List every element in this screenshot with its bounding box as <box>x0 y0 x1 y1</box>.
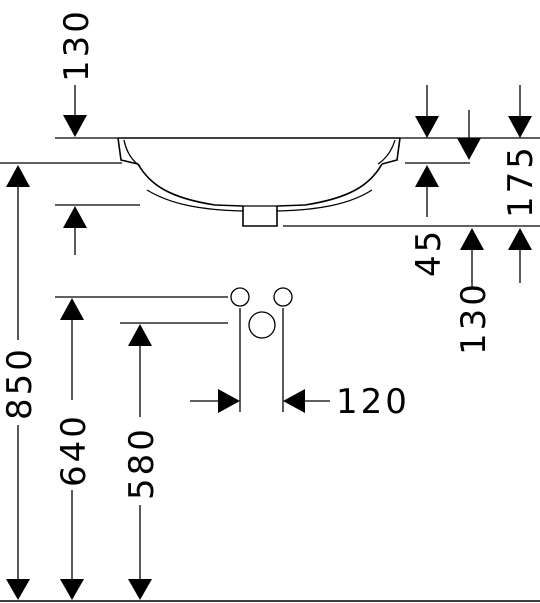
dim-label-120: 120 <box>336 382 410 422</box>
drain-circle <box>248 311 276 339</box>
dim-label-top-130: 130 <box>57 8 97 82</box>
dim-top-130: 130 <box>57 8 97 255</box>
dim-right-175: 175 <box>415 85 540 283</box>
dim-label-850: 850 <box>0 346 40 420</box>
dim-height-580: 580 <box>122 324 162 600</box>
dim-label-right-175: 175 <box>501 144 540 218</box>
dim-height-850: 850 <box>0 165 40 600</box>
dim-right-45: 45 <box>409 165 449 277</box>
connection-circles <box>230 287 293 412</box>
dim-height-640: 640 <box>54 298 94 600</box>
dim-right-130: 130 <box>454 228 494 355</box>
dim-label-580: 580 <box>122 426 162 500</box>
right-valve-circle <box>273 287 293 307</box>
dim-label-640: 640 <box>54 413 94 487</box>
dim-label-right-130: 130 <box>454 281 494 355</box>
left-valve-circle <box>230 287 250 307</box>
dim-label-right-45: 45 <box>409 228 449 277</box>
basin-outline <box>117 137 401 227</box>
dim-spacing-120: 120 <box>190 382 410 422</box>
